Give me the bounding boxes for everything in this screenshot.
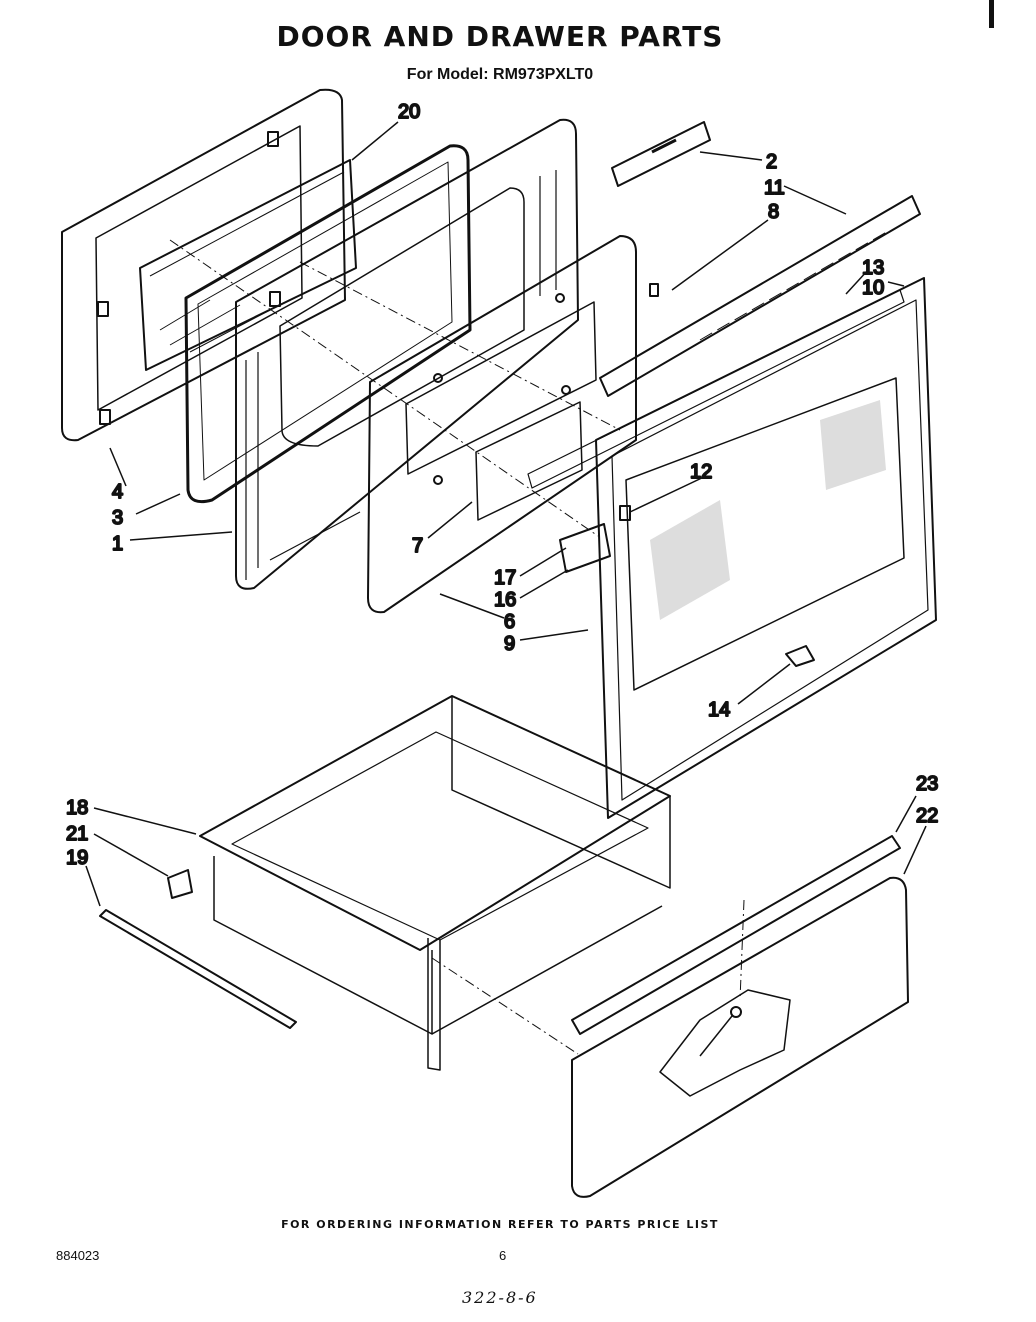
callout-20: 21	[66, 823, 88, 845]
callout-6: 6	[504, 611, 515, 633]
callout-2: 2	[766, 151, 777, 173]
part-drawer-trim	[571, 835, 901, 1035]
leader-3	[135, 493, 181, 515]
callout-7: 7	[412, 535, 423, 557]
leader-5	[351, 121, 399, 161]
part-drawer-body	[199, 695, 671, 1071]
alignment-lines	[169, 239, 745, 1055]
callout-8: 8	[768, 201, 779, 223]
part-door-handle	[785, 645, 815, 667]
callout-17: 17	[494, 567, 516, 589]
leader-17	[519, 547, 567, 577]
leader-19	[85, 865, 101, 907]
part-hinge-assembly	[559, 505, 631, 573]
leader-9	[519, 629, 589, 641]
part-drawer-front	[571, 876, 909, 1198]
part-outer-door-panel	[61, 88, 346, 442]
leader-14	[845, 269, 869, 295]
callout-19: 19	[66, 847, 88, 869]
part-drawer-roller	[167, 869, 193, 899]
leader-16	[519, 569, 569, 599]
leader-10	[887, 281, 905, 287]
leader-12	[737, 663, 791, 705]
model-number: For Model: RM973PXLT0	[406, 66, 594, 83]
page-title: DOOR AND DRAWER PARTS	[276, 20, 724, 53]
part-door-top-trim	[599, 195, 921, 397]
callout-5: 20	[398, 101, 420, 123]
callout-1: 1	[112, 533, 123, 555]
leader-11	[783, 185, 847, 215]
callout-11: 11	[764, 177, 785, 199]
ordering-note: FOR ORDERING INFORMATION REFER TO PARTS …	[281, 1218, 719, 1231]
page-number: 6	[499, 1248, 507, 1263]
leader-8	[671, 219, 769, 291]
callout-3: 3	[112, 507, 123, 529]
part-door-gasket	[184, 144, 472, 504]
callout-12: 14	[708, 699, 730, 721]
part-drawer-rail	[99, 909, 297, 1029]
part-insulation	[475, 401, 583, 521]
document-number: 884023	[56, 1248, 100, 1263]
leader-7	[427, 501, 473, 539]
leader-13	[629, 475, 707, 513]
part-handle-bracket	[611, 121, 711, 187]
leader-23	[699, 1015, 733, 1057]
callout-16: 16	[494, 589, 516, 611]
corner-mark	[989, 0, 994, 28]
callout-13: 12	[690, 461, 712, 483]
part-clip	[649, 283, 659, 297]
part-outer-door-frame	[527, 277, 937, 819]
handwritten-note: 322-8-6	[462, 1288, 538, 1307]
callout-9: 9	[504, 633, 515, 655]
callout-14: 13	[862, 257, 884, 279]
leader-6	[439, 593, 505, 619]
callout-labels: 20 2 11 8 13 10 12 4 3 1 7 17 16 6 9 14 …	[65, 100, 939, 870]
leader-lines	[85, 121, 927, 1057]
callout-10: 10	[862, 277, 884, 299]
leader-18	[93, 807, 197, 835]
leader-21	[903, 825, 927, 875]
callout-22: 23	[916, 773, 938, 795]
leader-1	[129, 531, 233, 541]
leader-20	[93, 833, 169, 877]
leader-4	[109, 447, 127, 487]
part-inner-door-liner	[235, 118, 579, 590]
leader-22	[895, 795, 917, 833]
part-window-glass-pack	[139, 159, 357, 371]
callout-21: 22	[916, 805, 938, 827]
part-inner-door-panel	[367, 235, 637, 614]
callout-4: 4	[112, 481, 123, 503]
leader-2	[699, 151, 763, 161]
callout-18: 18	[66, 797, 88, 819]
